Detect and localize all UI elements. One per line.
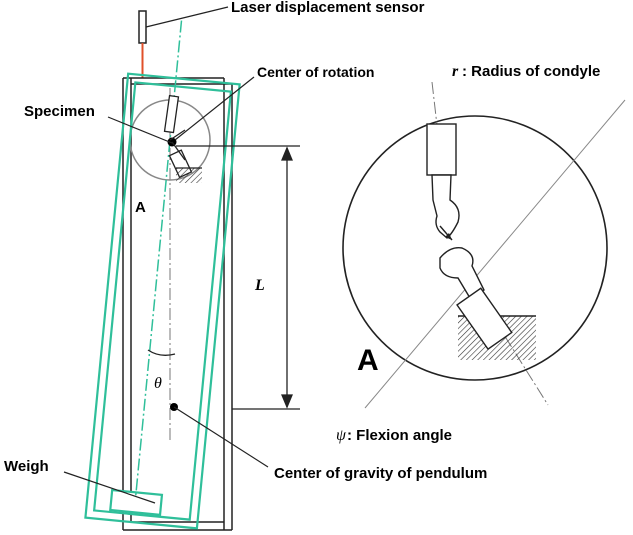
detail-diagonal-line <box>364 99 626 409</box>
laser-sensor-body <box>138 10 147 44</box>
pendulum-frame <box>84 20 241 530</box>
dimension-L <box>176 145 300 410</box>
flexion-symbol: ψ <box>336 427 347 444</box>
specimen-leader <box>107 116 173 144</box>
center-gravity-leader <box>173 406 269 468</box>
center-rotation-leader <box>174 76 255 141</box>
center-rotation-label: Center of rotation <box>257 64 374 80</box>
radius-label: : Radius of condyle <box>462 63 600 80</box>
specimen-detail <box>426 123 536 360</box>
condyle-radius-arrowhead <box>445 233 452 240</box>
center-gravity-label: Center of gravity of pendulum <box>274 465 487 482</box>
detail-marker-large: A <box>357 344 379 377</box>
specimen-small <box>163 94 202 183</box>
detail-marker-small: A <box>135 199 146 216</box>
theta-arc <box>147 349 176 356</box>
weigh-leader <box>63 471 156 504</box>
flexion-label: : Flexion angle <box>347 427 452 444</box>
weigh-label: Weigh <box>4 458 49 475</box>
theta-symbol: θ <box>154 375 162 392</box>
laser-sensor-label: Laser displacement sensor <box>231 0 425 16</box>
specimen-label: Specimen <box>24 103 95 120</box>
detail-circle <box>342 115 608 381</box>
laser-sensor-leader <box>145 6 229 28</box>
radius-symbol: r <box>452 63 459 80</box>
length-symbol: L <box>254 277 265 294</box>
laser-sensor <box>138 10 147 78</box>
pendulum-weight <box>109 488 164 516</box>
